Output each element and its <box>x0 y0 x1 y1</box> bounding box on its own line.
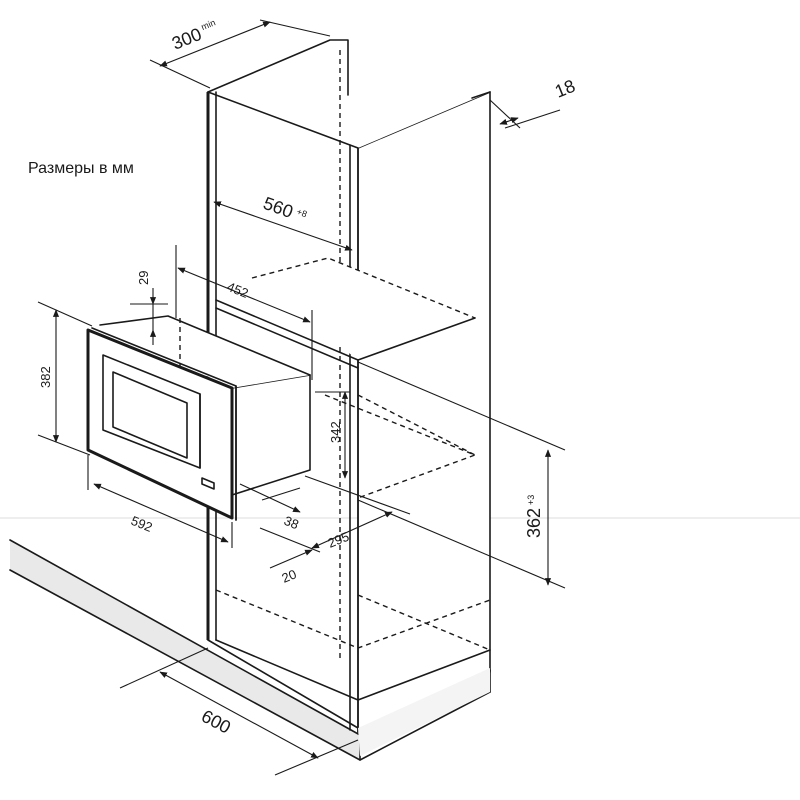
dimension-offset: 20 <box>269 549 313 586</box>
label-frame-depth: 38 <box>282 513 301 532</box>
dimension-side-thickness: 18 <box>489 76 578 129</box>
label-offset: 20 <box>280 566 299 585</box>
label-body-height: 342 <box>328 421 343 443</box>
units-note: Размеры в мм <box>28 160 134 177</box>
dimension-frame-depth: 38 <box>239 483 301 532</box>
label-niche-height: 362+3 <box>524 495 544 538</box>
label-side-thickness: 18 <box>552 76 578 102</box>
tall-cabinet <box>206 39 491 756</box>
label-cabinet-depth: 300min <box>169 17 221 53</box>
label-cabinet-width: 600 <box>198 706 234 738</box>
built-in-microwave <box>86 315 311 521</box>
label-frame-width: 592 <box>129 513 155 535</box>
dimension-top-gap: 29 <box>130 271 168 345</box>
dimension-inner-width: 560+8 <box>213 193 353 251</box>
dimension-frame-height: 382 <box>37 301 93 456</box>
dimension-microwave-depth: 452 <box>175 245 313 380</box>
dimension-body-height: 342 <box>315 391 350 479</box>
label-microwave-depth: 452 <box>225 279 251 301</box>
label-frame-height: 382 <box>38 366 53 388</box>
label-inner-width: 560+8 <box>261 193 309 227</box>
label-top-gap: 29 <box>136 271 151 285</box>
